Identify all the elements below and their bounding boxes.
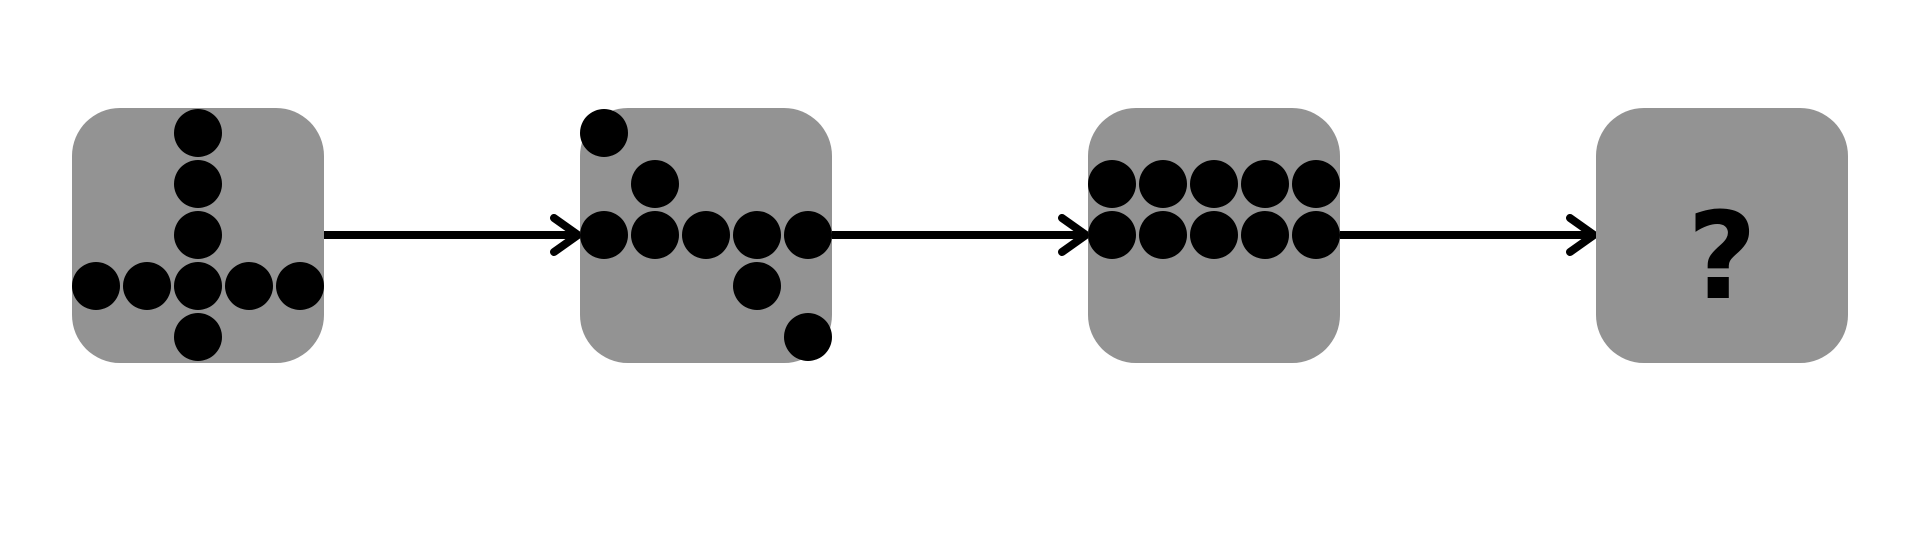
arrow-head xyxy=(550,214,582,256)
dot xyxy=(1292,160,1340,208)
dot xyxy=(174,211,222,259)
dot xyxy=(174,313,222,361)
dot xyxy=(1292,211,1340,259)
dot xyxy=(1190,160,1238,208)
dot xyxy=(123,262,171,310)
dot xyxy=(1190,211,1238,259)
panel-4: ? xyxy=(1596,108,1848,363)
arrow-3 xyxy=(1340,214,1598,256)
arrow-2 xyxy=(832,214,1090,256)
dot xyxy=(1241,211,1289,259)
question-mark: ? xyxy=(1687,188,1757,327)
arrow-head xyxy=(1058,214,1090,256)
dot xyxy=(580,211,628,259)
dot xyxy=(580,109,628,157)
dot xyxy=(784,313,832,361)
dot xyxy=(631,211,679,259)
dot xyxy=(631,160,679,208)
arrow-1 xyxy=(324,214,582,256)
dot xyxy=(276,262,324,310)
panel-3 xyxy=(1088,108,1340,363)
dot xyxy=(733,211,781,259)
dot xyxy=(1088,160,1136,208)
dot xyxy=(72,262,120,310)
dot xyxy=(174,262,222,310)
arrow-head xyxy=(1566,214,1598,256)
dot xyxy=(1088,211,1136,259)
dot xyxy=(682,211,730,259)
dot xyxy=(174,160,222,208)
dot xyxy=(174,109,222,157)
panel-1 xyxy=(72,108,324,363)
dot xyxy=(733,262,781,310)
panel-4-box xyxy=(1596,108,1848,363)
dot xyxy=(1139,160,1187,208)
dot xyxy=(1139,211,1187,259)
dot xyxy=(1241,160,1289,208)
dot xyxy=(784,211,832,259)
panel-2 xyxy=(580,108,832,363)
dot xyxy=(225,262,273,310)
